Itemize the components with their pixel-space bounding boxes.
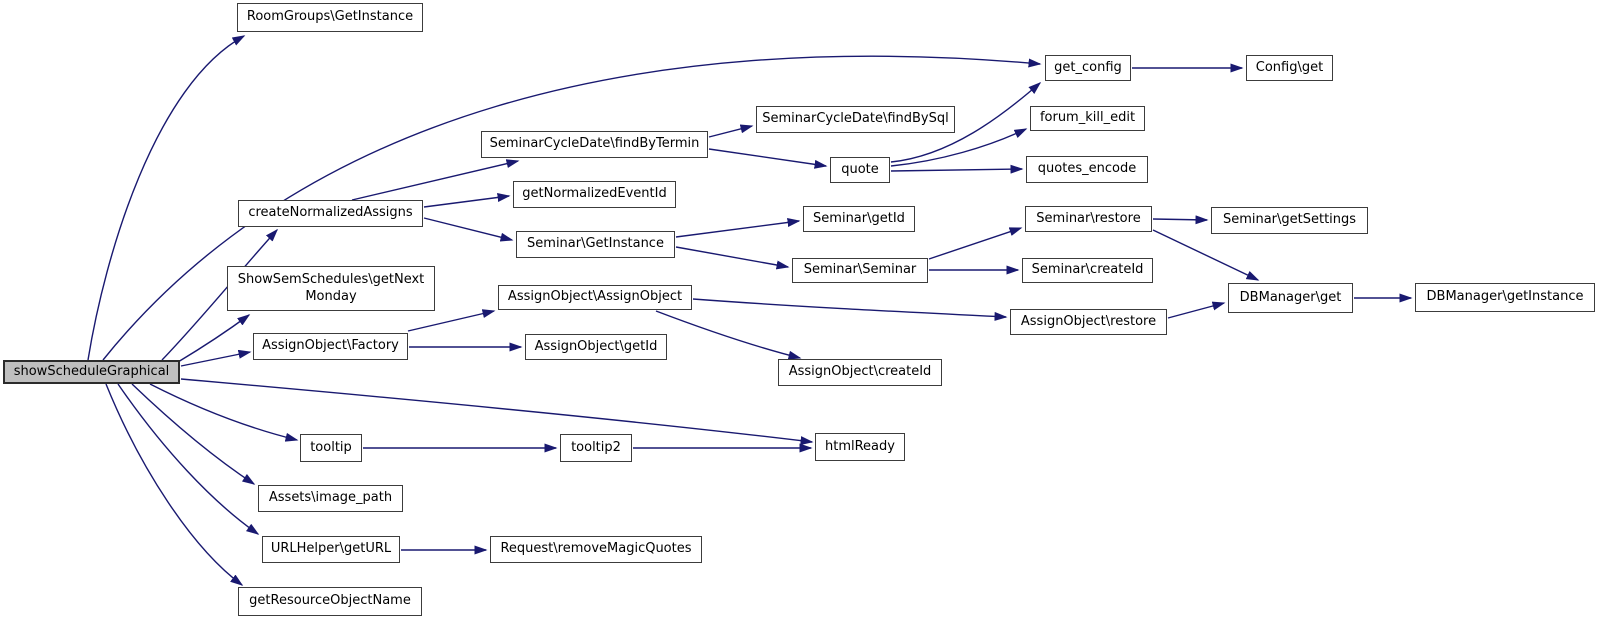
edge-findbytermin-findbysql: [708, 124, 754, 138]
node-get-config[interactable]: get_config: [1045, 55, 1131, 81]
node-config-get[interactable]: Config\get: [1246, 55, 1333, 81]
edge-root-urlhelpergeturl: [117, 383, 260, 535]
edge-seminarrestore-dbmanagerget: [1152, 229, 1260, 281]
node-seminar-createid[interactable]: Seminar\createId: [1022, 258, 1153, 283]
node-seminar-getid[interactable]: Seminar\getId: [803, 206, 915, 232]
edge-seminargetinstance-seminarseminar: [675, 246, 790, 270]
node-assignobject-assignobject[interactable]: AssignObject\AssignObject: [498, 285, 692, 310]
node-showsemschedules-getnextmonday[interactable]: ShowSemSchedules\getNext Monday: [227, 266, 435, 311]
edge-root-getnextmonday: [177, 314, 251, 363]
node-createnormalizedassigns[interactable]: createNormalizedAssigns: [238, 200, 423, 227]
node-assignobject-getid[interactable]: AssignObject\getId: [525, 334, 667, 360]
edge-assignobject-createid: [655, 310, 802, 360]
node-assignobject-restore[interactable]: AssignObject\restore: [1010, 309, 1167, 335]
node-seminar-getsettings[interactable]: Seminar\getSettings: [1211, 207, 1368, 234]
node-htmlready[interactable]: htmlReady: [815, 433, 905, 461]
edge-findbytermin-quote: [708, 148, 828, 169]
edge-seminargetinstance-seminargetid: [675, 218, 801, 238]
edge-root-createnormalizedassigns: [161, 228, 279, 361]
edge-root-assignobjectfactory: [180, 349, 252, 367]
edge-quote-forumkilledit: [890, 128, 1028, 167]
edge-assignobject-restore: [692, 298, 1008, 321]
edge-quote-getconfig: [890, 82, 1042, 163]
node-seminar-restore[interactable]: Seminar\restore: [1025, 206, 1152, 232]
edge-root-assetsimagepath: [131, 383, 256, 485]
node-urlhelper-geturl[interactable]: URLHelper\getURL: [262, 536, 400, 563]
edge-quote-quotesencode: [890, 164, 1024, 174]
node-quote[interactable]: quote: [830, 157, 890, 183]
edge-root-getresourceobjectname: [105, 383, 244, 586]
node-assignobject-factory[interactable]: AssignObject\Factory: [253, 333, 408, 360]
edge-root-tooltip: [149, 383, 299, 442]
edge-seminarseminar-seminarrestore: [928, 227, 1023, 260]
node-showschedulegraphical[interactable]: showScheduleGraphical: [3, 360, 180, 384]
node-dbmanager-getinstance[interactable]: DBManager\getInstance: [1415, 283, 1595, 312]
node-seminarcycledate-findbytermin[interactable]: SeminarCycleDate\findByTermin: [481, 131, 708, 158]
node-seminar-seminar[interactable]: Seminar\Seminar: [792, 258, 928, 283]
node-roomgroups-getinstance[interactable]: RoomGroups\GetInstance: [237, 3, 423, 32]
node-forum-kill-edit[interactable]: forum_kill_edit: [1030, 106, 1145, 131]
node-getresourceobjectname[interactable]: getResourceObjectName: [238, 587, 422, 616]
node-assignobject-createid[interactable]: AssignObject\createId: [778, 359, 942, 386]
edge-createnorm-getnormalizedeventid: [423, 193, 511, 208]
edge-assignobjectrestore-dbmanagerget: [1167, 301, 1226, 319]
node-seminar-getinstance[interactable]: Seminar\GetInstance: [516, 231, 675, 258]
edge-root-roomgroups: [87, 35, 246, 361]
node-tooltip[interactable]: tooltip: [300, 434, 362, 462]
edge-root-htmlready: [180, 378, 814, 446]
node-assets-imagepath[interactable]: Assets\image_path: [258, 485, 403, 512]
node-quotes-encode[interactable]: quotes_encode: [1026, 156, 1148, 183]
edge-factory-assignobject: [407, 309, 496, 332]
edge-createnorm-seminargetinstance: [423, 217, 514, 242]
node-request-removemagicquotes[interactable]: Request\removeMagicQuotes: [490, 536, 702, 563]
node-tooltip2[interactable]: tooltip2: [560, 434, 632, 462]
node-seminarcycledate-findbysql[interactable]: SeminarCycleDate\findBySql: [756, 106, 955, 133]
edge-seminarrestore-seminargetsettings: [1152, 215, 1209, 225]
node-dbmanager-get[interactable]: DBManager\get: [1228, 283, 1353, 313]
edge-createnorm-findbytermin: [351, 159, 520, 201]
node-getnormalizedeventid[interactable]: getNormalizedEventId: [513, 181, 676, 208]
edge-root-getconfig: [102, 55, 1042, 361]
